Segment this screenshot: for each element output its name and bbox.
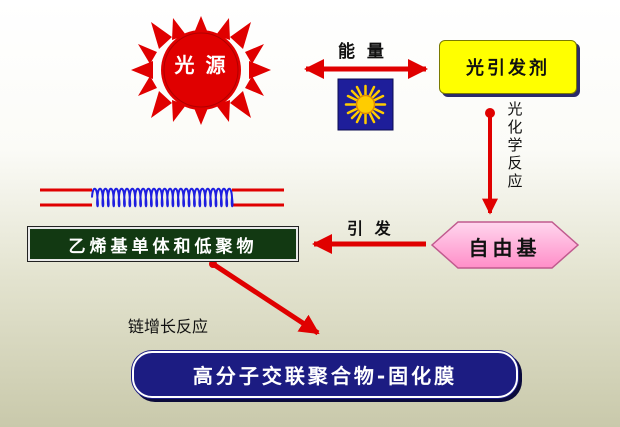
monomer-box: 乙烯基单体和低聚物 [28,227,298,261]
free-radical-label: 自由基 [468,236,541,260]
energy-label: 能 量 [338,42,387,62]
photochemical-reaction-label: 光化学反应 [507,100,523,190]
photoinitiator-box: 光引发剂 [439,40,577,94]
chain-growth-label: 链增长反应 [128,317,209,336]
light-source-label: 光 源 [174,53,228,77]
polymer-chain-spring-icon [40,187,284,208]
free-radical-hexagon [430,221,580,269]
photochemical-arrow [482,108,498,215]
small-sun-icon [337,78,394,131]
initiation-label: 引 发 [347,219,394,238]
crosslinked-polymer-film-box: 高分子交联聚合物-固化膜 [132,351,518,398]
light-source-sun-icon [131,16,271,125]
chain-growth-arrow [209,260,320,336]
